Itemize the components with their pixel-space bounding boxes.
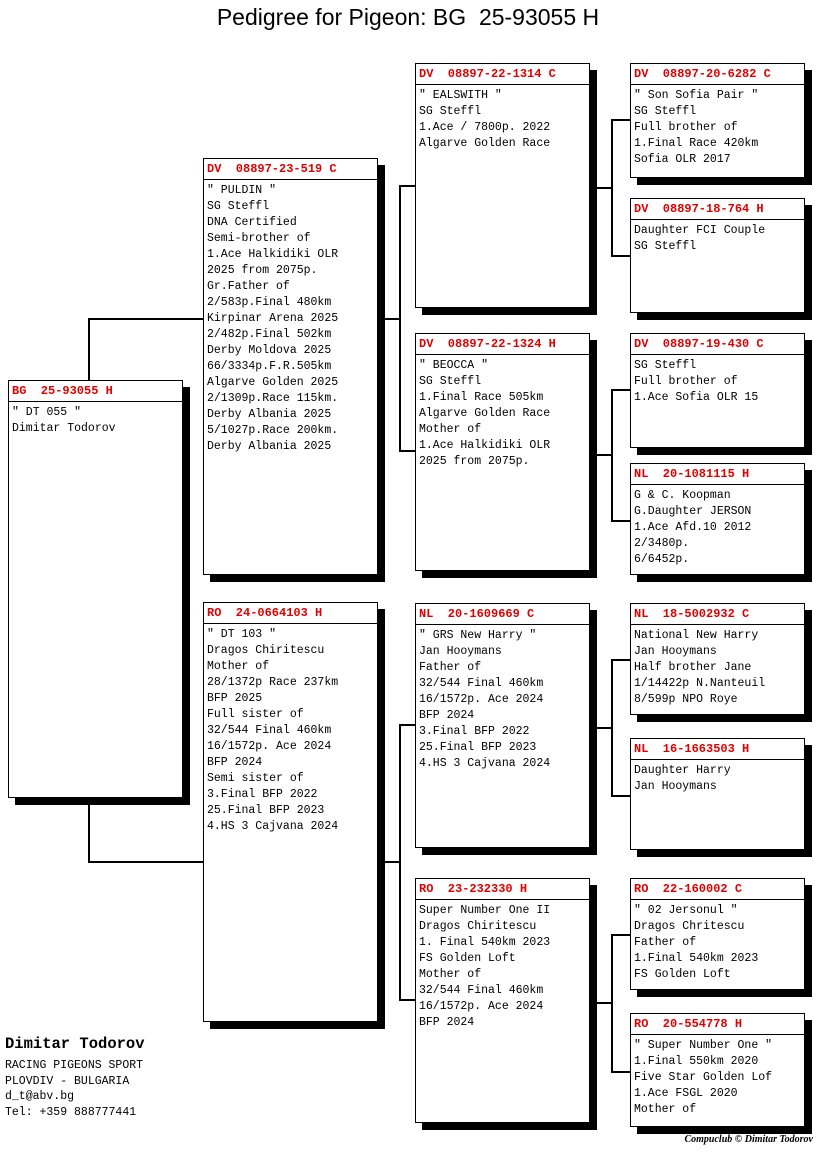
owner-name: Dimitar Todorov: [5, 1035, 145, 1053]
connector-line: [611, 389, 630, 391]
connector-line: [88, 318, 204, 320]
connector-line: [611, 119, 630, 121]
pedigree-box-sire-sire-sire: DV 08897-20-6282 C " Son Sofia Pair " SG…: [630, 63, 805, 178]
connector-line: [399, 185, 401, 452]
connector-line: [611, 795, 630, 797]
connector-line: [611, 255, 630, 257]
connector-line: [378, 318, 400, 320]
pedigree-box-sire-dam-sire: DV 08897-19-430 C SG Steffl Full brother…: [630, 333, 805, 448]
connector-line: [399, 999, 415, 1001]
connector-line: [88, 861, 204, 863]
connector-line: [88, 797, 90, 863]
pigeon-info: " PULDIN " SG Steffl DNA Certified Semi-…: [207, 184, 339, 453]
ring-number: DV 08897-20-6282 C: [631, 64, 804, 85]
connector-line: [590, 727, 612, 729]
pigeon-info: Super Number One II Dragos Chiritescu 1.…: [419, 904, 551, 1029]
owner-block: Dimitar Todorov RACING PIGEONS SPORT PLO…: [5, 1034, 145, 1120]
software-credit: Compuclub © Dimitar Todorov: [684, 1134, 813, 1145]
ring-number: RO 22-160002 C: [631, 879, 804, 900]
pigeon-info: Daughter FCI Couple SG Steffl: [634, 224, 766, 253]
ring-number: NL 16-1663503 H: [631, 739, 804, 760]
connector-line: [611, 659, 613, 797]
pigeon-info: G & C. Koopman G.Daughter JERSON 1.Ace A…: [634, 489, 752, 566]
pigeon-info: SG Steffl Full brother of 1.Ace Sofia OL…: [634, 359, 759, 404]
connector-line: [378, 861, 400, 863]
pedigree-box-subject: BG 25-93055 H " DT 055 " Dimitar Todorov: [8, 380, 183, 798]
connector-line: [590, 1002, 612, 1004]
owner-sport: RACING PIGEONS SPORT: [5, 1059, 144, 1072]
pigeon-info: " BEOCCA " SG Steffl 1.Final Race 505km …: [419, 359, 551, 468]
ring-number: NL 20-1609669 C: [416, 604, 589, 625]
connector-line: [611, 1071, 630, 1073]
pedigree-box-dam-dam: RO 23-232330 H Super Number One II Drago…: [415, 878, 590, 1123]
ring-number: RO 24-0664103 H: [204, 603, 377, 624]
pedigree-box-sire-sire: DV 08897-22-1314 C " EALSWITH " SG Steff…: [415, 63, 590, 308]
owner-email: d_t@abv.bg: [5, 1090, 75, 1103]
pedigree-box-dam-sire: NL 20-1609669 C " GRS New Harry " Jan Ho…: [415, 603, 590, 848]
connector-line: [590, 187, 612, 189]
pedigree-box-sire-dam: DV 08897-22-1324 H " BEOCCA " SG Steffl …: [415, 333, 590, 571]
pedigree-box-dam-dam-sire: RO 22-160002 C " 02 Jersonul " Dragos Ch…: [630, 878, 805, 990]
connector-line: [611, 119, 613, 257]
pigeon-info: " GRS New Harry " Jan Hooymans Father of…: [419, 629, 551, 770]
pedigree-box-dam-dam-dam: RO 20-554778 H " Super Number One " 1.Fi…: [630, 1013, 805, 1127]
pigeon-info: " Super Number One " 1.Final 550km 2020 …: [634, 1039, 773, 1116]
pedigree-box-sire-dam-dam: NL 20-1081115 H G & C. Koopman G.Daughte…: [630, 463, 805, 575]
pigeon-info: " DT 103 " Dragos Chiritescu Mother of 2…: [207, 628, 339, 833]
ring-number: NL 18-5002932 C: [631, 604, 804, 625]
pigeon-info: " DT 055 " Dimitar Todorov: [12, 406, 116, 435]
connector-line: [88, 318, 90, 381]
connector-line: [611, 934, 613, 1073]
pigeon-info: National New Harry Jan Hooymans Half bro…: [634, 629, 766, 706]
owner-phone: Tel: +359 888777441: [5, 1105, 137, 1119]
owner-location: PLOVDIV - BULGARIA: [5, 1074, 130, 1088]
ring-number: DV 08897-22-1324 H: [416, 334, 589, 355]
pigeon-info: " EALSWITH " SG Steffl 1.Ace / 7800p. 20…: [419, 89, 551, 150]
pedigree-box-dam-sire-sire: NL 18-5002932 C National New Harry Jan H…: [630, 603, 805, 715]
connector-line: [399, 724, 415, 726]
connector-line: [399, 185, 415, 187]
ring-number: BG 25-93055 H: [9, 381, 182, 402]
ring-number: RO 20-554778 H: [631, 1014, 804, 1035]
connector-line: [611, 389, 613, 522]
page-title: Pedigree for Pigeon: BG 25-93055 H: [216, 4, 600, 30]
ring-number: NL 20-1081115 H: [631, 464, 804, 485]
pigeon-info: " 02 Jersonul " Dragos Chritescu Father …: [634, 904, 759, 981]
pedigree-box-dam: RO 24-0664103 H " DT 103 " Dragos Chirit…: [203, 602, 378, 1022]
ring-number: DV 08897-18-764 H: [631, 199, 804, 220]
pigeon-info: " Son Sofia Pair " SG Steffl Full brothe…: [634, 89, 759, 166]
ring-number: RO 23-232330 H: [416, 879, 589, 900]
connector-line: [611, 520, 630, 522]
connector-line: [590, 454, 612, 456]
connector-line: [611, 934, 630, 936]
pedigree-box-sire-sire-dam: DV 08897-18-764 H Daughter FCI Couple SG…: [630, 198, 805, 313]
pedigree-box-sire: DV 08897-23-519 C " PULDIN " SG Steffl D…: [203, 158, 378, 575]
ring-number: DV 08897-23-519 C: [204, 159, 377, 180]
pigeon-info: Daughter Harry Jan Hooymans: [634, 764, 731, 793]
connector-line: [611, 659, 630, 661]
pedigree-box-dam-sire-dam: NL 16-1663503 H Daughter Harry Jan Hooym…: [630, 738, 805, 850]
ring-number: DV 08897-22-1314 C: [416, 64, 589, 85]
connector-line: [399, 450, 415, 452]
connector-line: [399, 724, 401, 1001]
ring-number: DV 08897-19-430 C: [631, 334, 804, 355]
